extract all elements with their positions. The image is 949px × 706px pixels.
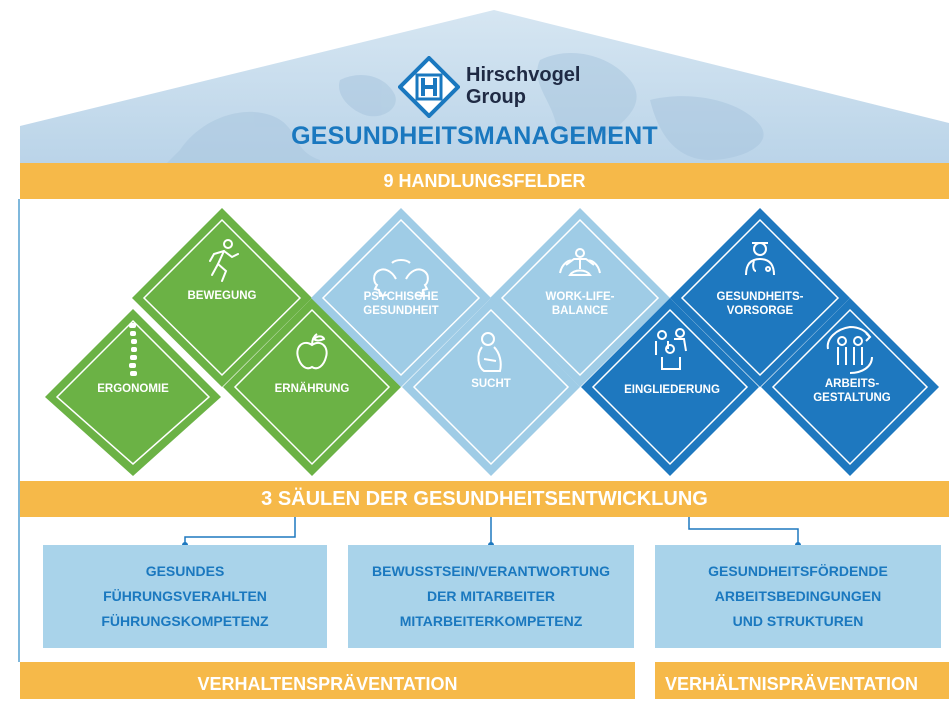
diamond-bewegung [132,208,312,387]
spine-icon [129,323,137,376]
diamond-eingliederung [581,298,759,476]
field-label-psychische-gesundheit: PSYCHISCHE GESUNDHEIT [363,291,439,317]
two-heads-icon [373,259,429,298]
field-label-eingliederung: EINGLIEDERUNG [624,384,720,396]
doctor-icon [745,242,775,276]
handlungsfelder-band: 9 HANDLUNGSFELDER [20,163,949,199]
field-label-ergonomie: ERGONOMIE [97,383,169,395]
pillar-fuehrung: GESUNDES FÜHRUNGSVERAHLTEN FÜHRUNGSKOMPE… [43,545,327,648]
field-label-gesundheitsvorsorge: GESUNDHEITS- VORSORGE [716,291,804,317]
group-people-icon [655,328,687,370]
diamond-work-life-balance [490,208,670,387]
diamond-psychische-gesundheit [311,208,491,387]
pillar-arbeitsbedingungen: GESUNDHEITSFÖRDENDE ARBEITSBEDINGUNGEN U… [655,545,941,648]
hirschvogel-logo-icon [398,56,460,118]
diamond-gesundheitsvorsorge [670,208,850,387]
globe-watermark [160,52,764,170]
field-label-sucht: SUCHT [471,378,511,390]
workers-cycle-icon [826,325,873,374]
page-title: GESUNDHEITSMANAGEMENT [291,122,658,150]
verhaltenspraevention-band: VERHALTENSPRÄVENTATION [20,662,635,699]
running-person-icon [209,239,239,282]
house-roof [20,10,949,170]
saeulen-band: 3 SÄULEN DER GESUNDHEITSENTWICKLUNG [20,481,949,517]
field-label-bewegung: BEWEGUNG [187,290,257,302]
crouching-person-icon [477,332,502,372]
verhaeltnispraevention-band: VERHÄLTNISPRÄVENTATION [655,662,949,699]
apple-icon [296,333,328,370]
left-wall [18,199,20,662]
fields-diagram: ERGONOMIE BEWEGUNG ERNÄHRUNG PSYCHISCHE … [0,199,949,481]
field-label-work-life-balance: WORK-LIFE- BALANCE [545,291,615,317]
logo-text-line1: Hirschvogel [466,64,581,86]
diamond-arbeitsgestaltung [761,298,939,476]
field-label-ernaehrung: ERNÄHRUNG [274,383,350,395]
meditation-icon [559,248,601,276]
field-label-arbeitsgestaltung: ARBEITS- GESTALTUNG [813,378,891,404]
logo-text-line2: Group [466,86,526,108]
diamond-ergonomie [45,309,221,476]
pillar-mitarbeiter: BEWUSSTSEIN/VERANTWORTUNG DER MITARBEITE… [348,545,634,648]
